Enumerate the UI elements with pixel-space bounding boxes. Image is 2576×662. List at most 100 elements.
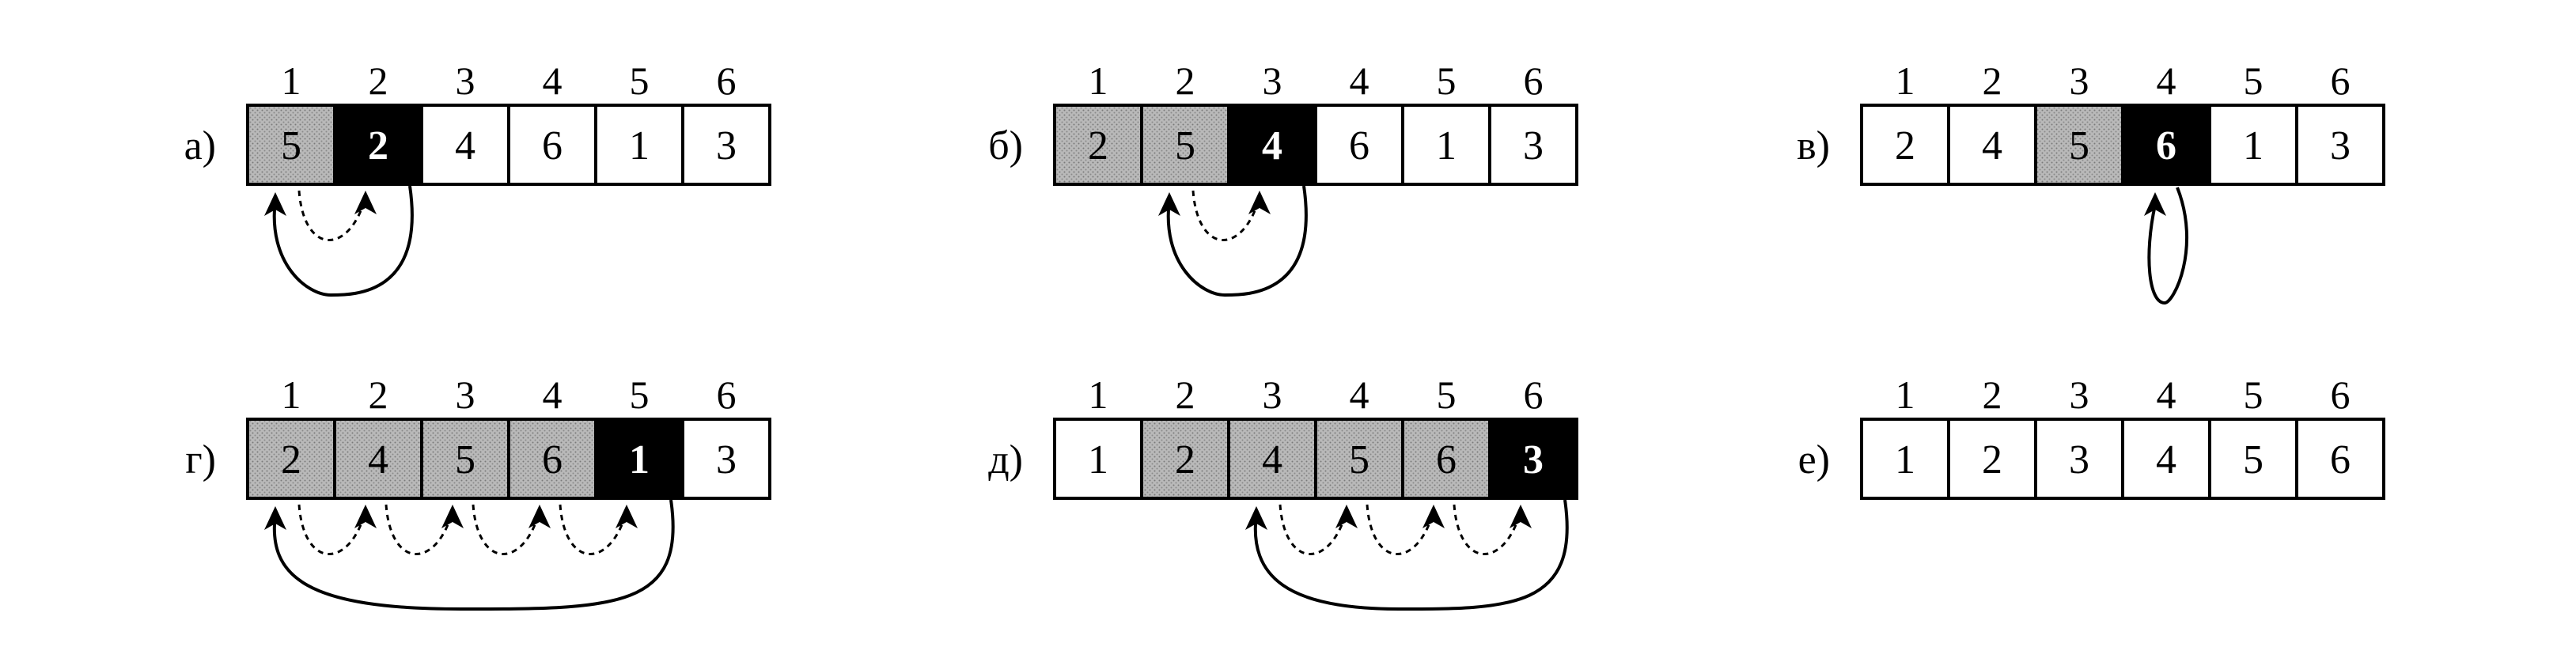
cell-value: 3	[1523, 123, 1544, 168]
cell-value: 4	[1982, 123, 2002, 168]
index-label: 2	[1983, 373, 2002, 417]
index-label: 6	[2331, 373, 2351, 417]
cell-value: 6	[542, 123, 563, 168]
shift-arrow	[1279, 504, 1348, 555]
cell-value: 1	[629, 123, 650, 168]
cell-value: 4	[1262, 437, 1282, 482]
index-label: 3	[2070, 59, 2089, 103]
index-label: 1	[1896, 59, 1915, 103]
array-cell	[333, 104, 423, 186]
shift-arrow	[385, 504, 454, 555]
shift-arrow	[559, 504, 628, 555]
cell-value: 3	[2330, 123, 2351, 168]
index-label: 5	[2244, 373, 2263, 417]
shift-arrow-head	[354, 505, 377, 528]
cell-value: 2	[1175, 437, 1195, 482]
index-label: 4	[2157, 373, 2176, 417]
array-cell	[1227, 104, 1317, 186]
insert-arrow-head	[264, 192, 286, 216]
cell-value: 3	[716, 123, 737, 168]
insert-arrow	[1166, 185, 1308, 297]
shift-arrow-head	[1248, 191, 1271, 214]
array-cell	[1947, 418, 2037, 500]
index-label: 6	[2331, 59, 2351, 103]
shift-arrow-head	[354, 191, 377, 214]
index-label: 4	[1350, 373, 1369, 417]
cell-value: 6	[542, 437, 563, 482]
shift-arrow	[472, 504, 541, 555]
cell-value: 6	[1436, 437, 1457, 482]
shift-arrow	[297, 190, 367, 241]
shift-arrow	[1191, 190, 1261, 241]
cell-value: 3	[1523, 437, 1544, 482]
index-label: 1	[282, 59, 301, 103]
array-cell	[1314, 104, 1404, 186]
cell-value: 3	[2069, 437, 2089, 482]
shift-arrow-head	[1422, 505, 1445, 528]
index-label: 6	[1524, 59, 1544, 103]
array-cell	[246, 104, 336, 186]
shift-arrow	[1453, 504, 1522, 555]
insert-arrow	[272, 499, 675, 611]
index-label: 4	[543, 373, 563, 417]
shift-arrow-head	[528, 505, 551, 528]
cell-value: 5	[1349, 437, 1369, 482]
array-cell	[2121, 104, 2211, 186]
cell-value: 6	[1349, 123, 1369, 168]
cell-value: 1	[1436, 123, 1457, 168]
array-cell	[246, 418, 336, 500]
index-label: 5	[630, 59, 650, 103]
insert-arrow	[1253, 499, 1569, 611]
array-cell	[1140, 418, 1230, 500]
insert-arrow	[272, 185, 414, 297]
index-label: 5	[1437, 59, 1457, 103]
array-cell	[2295, 418, 2385, 500]
cell-value: 1	[1895, 437, 1915, 482]
insert-arrow-head	[2144, 192, 2166, 216]
index-label: 6	[717, 373, 737, 417]
index-label: 4	[1350, 59, 1369, 103]
index-label: 5	[1437, 373, 1457, 417]
array-cell	[1947, 104, 2037, 186]
cell-value: 4	[455, 123, 475, 168]
index-label: 3	[456, 373, 475, 417]
array-cell	[1227, 418, 1317, 500]
cell-value: 2	[1982, 437, 2002, 482]
cell-value: 2	[281, 437, 301, 482]
index-label: 4	[543, 59, 563, 103]
index-label: 1	[1089, 59, 1108, 103]
cell-value: 5	[1175, 123, 1195, 168]
cell-value: 4	[368, 437, 388, 482]
array-cell	[681, 418, 771, 500]
cell-value: 5	[455, 437, 475, 482]
cell-value: 6	[2156, 123, 2176, 168]
index-label: 3	[1263, 59, 1282, 103]
panel-label: б)	[988, 123, 1023, 168]
array-cell	[2034, 104, 2124, 186]
cell-value: 2	[1088, 123, 1108, 168]
array-cell	[1488, 418, 1578, 500]
cell-value: 3	[716, 437, 737, 482]
cell-value: 1	[1088, 437, 1108, 482]
index-label: 2	[1176, 373, 1195, 417]
shift-arrow-head	[616, 505, 638, 528]
array-cell	[420, 104, 510, 186]
cell-value: 1	[2243, 123, 2263, 168]
cell-value: 1	[629, 437, 650, 482]
index-label: 2	[1983, 59, 2002, 103]
array-cell	[1860, 418, 1950, 500]
array-cell	[2208, 104, 2298, 186]
array-cell	[594, 104, 684, 186]
array-cell	[2295, 104, 2385, 186]
panel-label: а)	[184, 123, 216, 168]
shift-arrow-head	[441, 505, 464, 528]
array-cell	[1314, 418, 1404, 500]
index-label: 3	[2070, 373, 2089, 417]
